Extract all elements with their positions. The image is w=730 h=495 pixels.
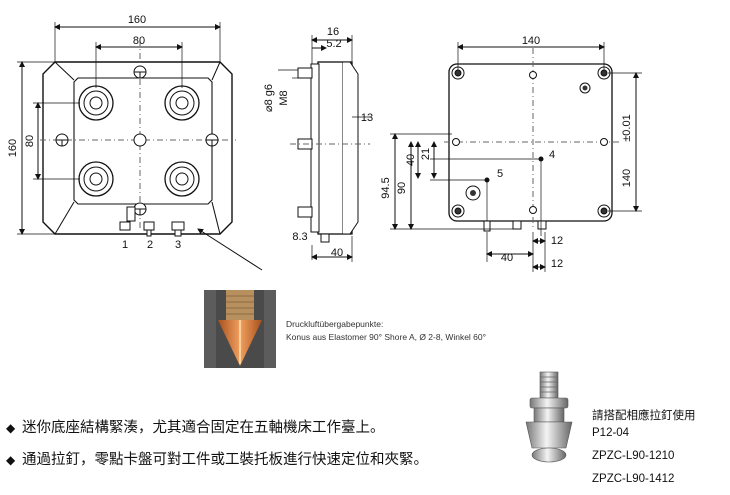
bullet-diamond-icon: ◆ xyxy=(6,453,16,467)
detail-leader-arrow xyxy=(197,228,263,271)
mounting-screws xyxy=(55,65,219,216)
pull-stud-item: ZPZC-L90-1210 xyxy=(592,450,675,462)
clamp-module-bl xyxy=(78,161,114,197)
label-point-5: 5 xyxy=(497,168,503,180)
front-view: 160 80 160 80 1 2 3 xyxy=(7,14,263,271)
dim-height-80: 80 xyxy=(24,135,36,147)
air-ports xyxy=(119,206,185,237)
feature-text: 通過拉釘，零點卡盤可對工件或工裝托板進行快速定位和夾緊。 xyxy=(22,452,428,468)
dim-width-160: 160 xyxy=(128,14,146,26)
port-label-1: 1 xyxy=(122,239,128,251)
pull-stud-item: P12-04 xyxy=(592,427,630,439)
dim-rear-12-a: 12 xyxy=(551,235,563,247)
dim-side-5-2: 5.2 xyxy=(326,38,341,50)
dim-rear-40-bottom: 40 xyxy=(501,252,513,264)
dim-rear-94-5: 94.5 xyxy=(380,177,392,198)
detail-note: Druckluftübergabepunkte: Konus aus Elast… xyxy=(286,318,486,344)
dim-rear-40: 40 xyxy=(405,154,417,166)
rear-view: 140 140 ±0.01 94.5 90 40 21 4 5 12 40 12 xyxy=(380,35,642,272)
dim-rear-tolerance: ±0.01 xyxy=(621,114,633,141)
feature-text: 迷你底座結構緊湊，尤其適合固定在五軸機床工作臺上。 xyxy=(22,420,385,436)
detail-note-spec: Konus aus Elastomer 90° Shore A, Ø 2-8, … xyxy=(286,332,487,342)
feature-list: ◆ 迷你底座結構緊湊，尤其適合固定在五軸機床工作臺上。 ◆ 通過拉釘，零點卡盤可對工… xyxy=(6,412,428,476)
air-transfer-cone-detail xyxy=(204,290,276,368)
pull-stud-item: ZPZC-L90-1412 xyxy=(592,473,675,485)
dim-rear-90: 90 xyxy=(396,182,408,194)
port-label-2: 2 xyxy=(147,239,153,251)
pull-stud-image xyxy=(525,371,573,463)
dim-side-40: 40 xyxy=(331,247,343,259)
pull-stud-heading: 請搭配相應拉釘使用 xyxy=(592,410,696,422)
dim-side-diameter: ⌀8 g6 xyxy=(263,84,275,112)
bullet-diamond-icon: ◆ xyxy=(6,421,16,435)
clamp-module-tr xyxy=(164,85,200,121)
dim-side-8-3: 8.3 xyxy=(292,231,307,243)
dim-side-13: 13 xyxy=(361,112,373,124)
feature-item: ◆ 通過拉釘，零點卡盤可對工件或工裝托板進行快速定位和夾緊。 xyxy=(6,444,428,476)
dim-side-16: 16 xyxy=(327,26,339,38)
dim-width-80: 80 xyxy=(133,35,145,47)
dim-rear-140-right: 140 xyxy=(621,169,633,187)
label-point-4: 4 xyxy=(549,149,555,161)
clamp-module-tl xyxy=(78,85,114,121)
clamp-module-br xyxy=(164,161,200,197)
dim-rear-140-top: 140 xyxy=(522,35,540,47)
pull-stud-references: 請搭配相應拉釘使用 P12-04 ZPZC-L90-1210 ZPZC-L90-… xyxy=(592,408,696,488)
feature-item: ◆ 迷你底座結構緊湊，尤其適合固定在五軸機床工作臺上。 xyxy=(6,412,428,444)
port-label-3: 3 xyxy=(175,239,181,251)
dim-side-thread: M8 xyxy=(278,90,290,105)
side-view: 16 5.2 ⌀8 g6 M8 13 8.3 40 xyxy=(263,26,373,262)
dim-rear-12-b: 12 xyxy=(551,258,563,270)
detail-note-title: Druckluftübergabepunkte: xyxy=(286,319,384,329)
dim-rear-21: 21 xyxy=(420,148,432,160)
dim-height-160: 160 xyxy=(7,139,19,157)
